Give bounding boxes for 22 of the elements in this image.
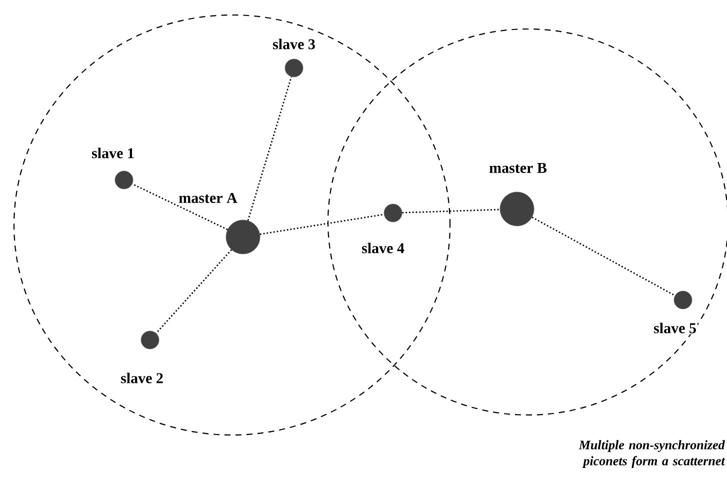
device-label: slave 4	[360, 242, 406, 254]
device-label: slave 5	[652, 322, 698, 334]
device-label: slave 3	[272, 38, 316, 50]
device-dot	[284, 58, 304, 78]
piconet-circle	[13, 14, 451, 436]
link-line	[532, 216, 676, 296]
caption-note: Multiple non-synchronized piconets form a scatternet	[578, 440, 726, 468]
device-dot	[140, 330, 160, 350]
link-line	[247, 76, 292, 221]
link-line	[260, 214, 384, 235]
link-line	[402, 208, 500, 214]
device-dot	[114, 170, 134, 190]
device-label: slave 2	[120, 372, 164, 384]
device-dot	[384, 204, 402, 222]
device-dot	[674, 290, 692, 310]
device-label: slave 1	[90, 146, 136, 160]
link-line	[156, 249, 232, 334]
device-label: master B	[488, 162, 548, 174]
device-label: master A	[178, 192, 238, 204]
device-dot	[226, 220, 260, 254]
link-line	[132, 183, 228, 230]
device-dot	[500, 192, 534, 226]
